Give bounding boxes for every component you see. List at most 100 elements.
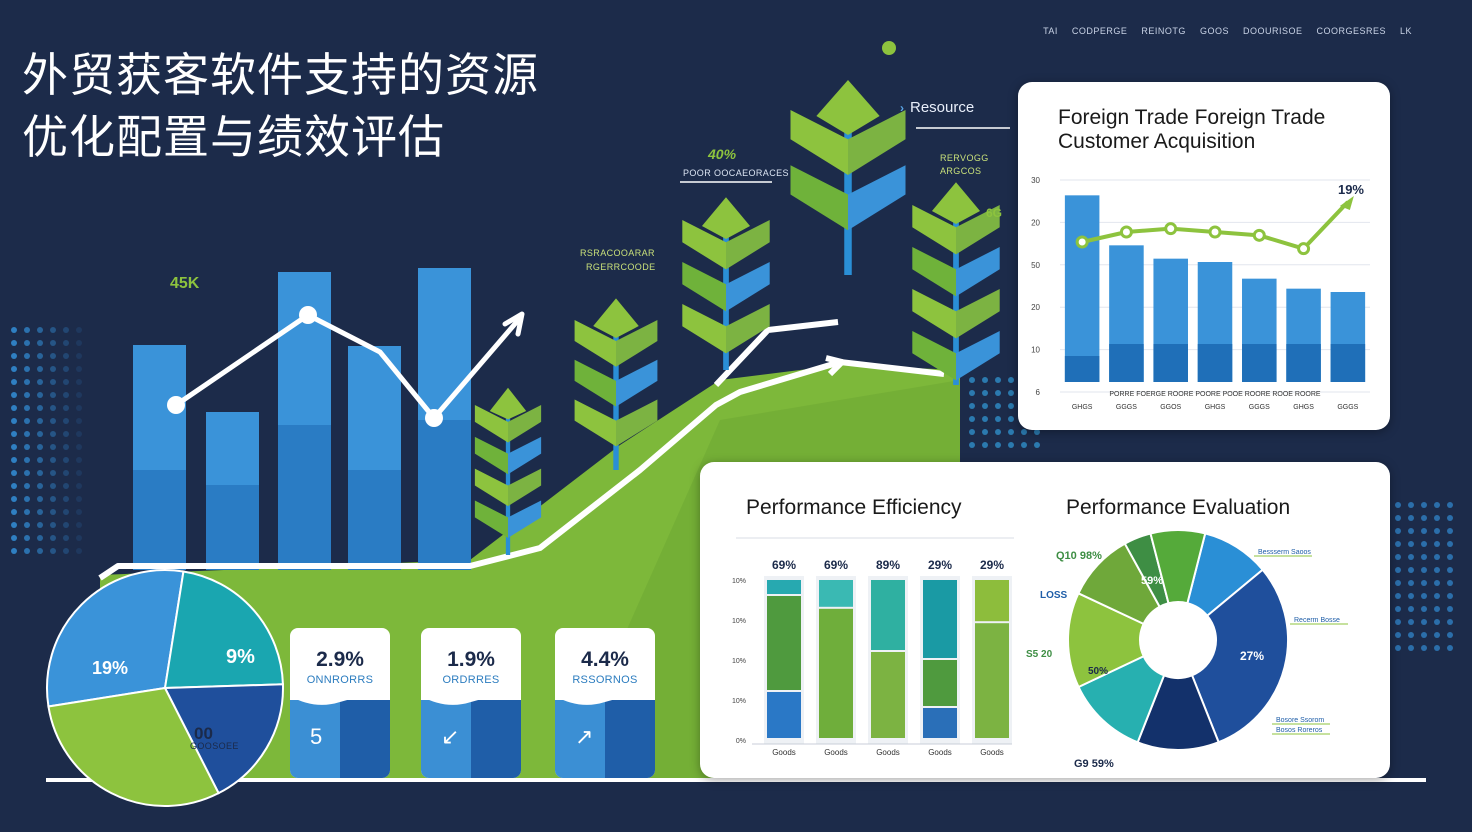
data-label: 29% [928,558,952,572]
title-line-2: 优化配置与绩效评估 [22,110,445,164]
line-point [1252,228,1266,242]
peak-label: 19% [1338,182,1364,197]
nav-item[interactable]: REINOTG [1141,26,1186,36]
x-tick-label: GGGS [1116,404,1137,411]
stat-value: 1.9% [447,648,495,671]
y-tick-label: 20 [1031,218,1040,227]
title-line-1: 外贸获客软件支持的资源 [22,48,539,102]
y-tick-label: 10% [732,658,746,665]
x-tick-label: GHGS [1072,404,1093,411]
bar-segment [923,580,957,658]
legend-item: Bosos Roreros [1276,727,1323,734]
bottom-pie-label-3: 00 [194,724,213,743]
y-tick-label: 6 [1036,388,1041,397]
leaf-plant [912,182,1000,385]
customer-acquisition-card: Foreign Trade Foreign Trade Customer Acq… [1018,82,1390,430]
data-label: 69% [772,558,796,572]
main-trend-line [98,319,945,581]
nav-item[interactable]: GOOS [1199,26,1229,36]
value-40pct: 40% [708,146,737,162]
donut-slice [1067,591,1145,689]
stat-bars [290,692,390,778]
bar-segment [923,708,957,738]
stat-bars [421,692,521,778]
stat-glyph: ↗ [575,724,594,749]
y-tick-label: 10% [732,578,746,585]
nav-item[interactable]: LK [1399,26,1412,36]
bar-segment [871,652,905,738]
card-title-line-1: Foreign Trade Foreign Trade [1058,106,1326,129]
stat-subtitle: RSSORNOS [572,674,638,686]
nav-item[interactable]: COORGESRES [1316,26,1386,36]
y-tick-label: 0% [736,738,746,745]
bar-segment [767,596,801,690]
right-caption-2: ARGCOS [940,166,982,176]
donut-slice [1149,529,1207,605]
line-point [1119,225,1133,239]
efficiency-title: Performance Efficiency [746,496,962,519]
leaf-plant [790,80,906,275]
left-bars [133,268,471,570]
x-tick-label: GGOS [1160,404,1181,411]
data-label: 69% [824,558,848,572]
stat-value: 4.4% [581,648,629,671]
y-tick-label: 30 [1031,176,1040,185]
bottom-pie-sublabel: GOOSOEE [190,741,239,751]
leaf-plant [574,298,658,470]
bar-segment [975,623,1009,738]
bar-segment [1064,356,1100,382]
value-6g: 6G [986,206,1003,220]
bar-segment [1286,344,1321,382]
efficiency-chart: 10%10%10%10%0%69%Goods69%Goods89%Goods29… [732,529,1348,770]
nav-item[interactable]: DOOURISOE [1242,26,1303,36]
stat-glyph: ↙ [441,724,460,749]
legend-item: Bosore Ssorom [1276,717,1324,724]
stat-card: 4.4% RSSORNOS ↗ [555,628,655,778]
y-tick-label: 50 [1031,261,1040,270]
nav-item[interactable]: TAI [1043,26,1058,36]
x-tick-label: Goods [928,748,952,757]
line-point [1297,242,1311,256]
bar-segment [1330,344,1366,382]
mid-caption-2: RGERRCOODE [586,262,656,272]
data-label: 29% [980,558,1004,572]
x-tick-label: GHGS [1293,404,1314,411]
bar-segment [767,692,801,738]
x-tick-label: Goods [980,748,1004,757]
slice-label: 50% [1088,666,1108,677]
arrow-up-right-icon [1339,196,1354,210]
bar-segment [871,580,905,650]
stat-subtitle: ORDRRES [442,674,500,686]
line-point [1208,225,1222,239]
bar-segment [1153,344,1188,382]
data-label: 89% [876,558,900,572]
right-caption-1: RERVOGG [940,153,989,163]
card-title-line-2: Customer Acquisition [1058,130,1256,153]
stat-curve [421,692,521,705]
trend-line [1081,200,1350,251]
leaf-plant [682,197,770,370]
resource-label: ›Resource [900,99,974,116]
bar-segment [767,580,801,594]
mid-caption-1: RSRACOOARAR [580,248,655,258]
x-tick-label: GGGS [1249,404,1270,411]
performance-card: Performance Efficiency Performance Evalu… [700,462,1390,778]
side-label: Q10 98% [1056,550,1102,562]
stat-subtitle: ONNRORRS [306,674,374,686]
bar-caption: PORRE FOERGE ROORE POORE POOE ROORE ROOE… [1109,391,1321,398]
stat-bars [555,692,655,778]
y-tick-label: 10% [732,618,746,625]
bar-segment [923,660,957,706]
slice-label: 59% [1141,575,1163,587]
bar-segment [1242,344,1277,382]
x-tick-label: Goods [772,748,796,757]
evaluation-title: Performance Evaluation [1066,496,1291,519]
legend-item: Recerm Bosse [1294,617,1340,624]
bar-segment [1109,344,1144,382]
bar-segment [1197,344,1233,382]
x-tick-label: GHGS [1205,404,1226,411]
donut-slice [1190,568,1289,744]
nav-item[interactable]: CODPERGE [1071,26,1128,36]
stat-card: 2.9% ONNRORRS 5 [290,628,390,778]
